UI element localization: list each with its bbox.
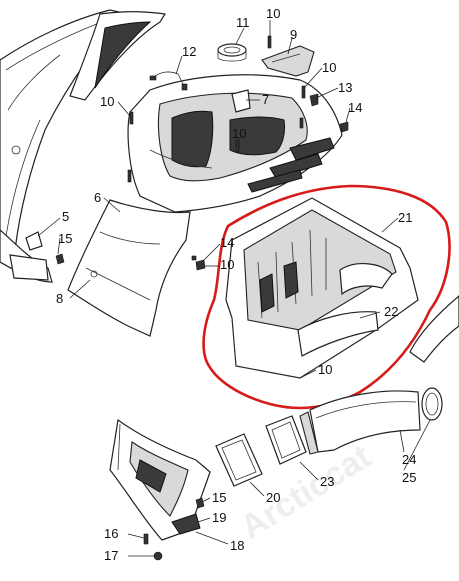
right-side-panel[interactable] [409, 295, 459, 363]
callout-6: 6 [94, 190, 101, 205]
callout-labels: 11 10 9 12 10 10 13 7 14 10 6 5 15 21 14… [56, 6, 416, 563]
callout-10: 10 [100, 94, 114, 109]
callout-9: 9 [290, 27, 297, 42]
callout-10: 10 [232, 126, 246, 141]
callout-25: 25 [402, 470, 416, 485]
fastener-15-lower[interactable] [195, 497, 205, 509]
callout-24: 24 [402, 452, 416, 467]
bracket-7[interactable] [231, 89, 251, 113]
intake-duct[interactable] [299, 390, 421, 455]
callout-15: 15 [212, 490, 226, 505]
seal-23[interactable] [265, 415, 307, 465]
callout-7: 7 [262, 92, 269, 107]
leader-lines [37, 20, 431, 557]
fastener-14-middle[interactable] [191, 255, 206, 271]
callout-20: 20 [266, 490, 280, 505]
nut-17[interactable] [153, 551, 163, 561]
callout-10: 10 [322, 60, 336, 75]
clip-14-upper[interactable] [339, 121, 349, 133]
harness-12[interactable] [149, 71, 188, 91]
left-upper-trim[interactable] [69, 11, 167, 101]
watermark-text: Arcticcat [234, 437, 378, 546]
clip-13[interactable] [309, 93, 319, 107]
callout-10: 10 [318, 362, 332, 377]
highlight-outline [202, 184, 451, 410]
callout-19: 19 [212, 510, 226, 525]
callout-23: 23 [320, 474, 334, 489]
callout-14: 14 [220, 235, 234, 250]
vent-piece-19[interactable] [171, 513, 201, 535]
screw-16[interactable] [143, 533, 149, 545]
fastener-15-left[interactable] [55, 253, 65, 265]
callout-15: 15 [58, 231, 72, 246]
callout-14: 14 [348, 100, 362, 115]
upper-cover-9[interactable] [261, 45, 315, 77]
air-box[interactable] [225, 197, 419, 379]
grommet-11[interactable] [217, 43, 247, 62]
callout-17: 17 [104, 548, 118, 563]
gasket-20[interactable] [215, 433, 263, 487]
callout-10: 10 [266, 6, 280, 21]
callout-16: 16 [104, 526, 118, 541]
callout-10: 10 [220, 257, 234, 272]
lower-grille-housing[interactable] [109, 418, 211, 541]
callout-21: 21 [398, 210, 412, 225]
callout-22: 22 [384, 304, 398, 319]
callout-5: 5 [62, 209, 69, 224]
callout-11: 11 [236, 15, 250, 30]
left-lower-trim[interactable] [0, 229, 53, 283]
retainer-5[interactable] [25, 231, 43, 251]
callout-18: 18 [230, 538, 244, 553]
main-hood[interactable] [127, 74, 343, 213]
callout-12: 12 [182, 44, 196, 59]
screws [127, 35, 306, 183]
callout-13: 13 [338, 80, 352, 95]
front-nose-panel[interactable] [67, 199, 191, 337]
hose-clamp[interactable] [421, 387, 443, 421]
callout-8: 8 [56, 291, 63, 306]
